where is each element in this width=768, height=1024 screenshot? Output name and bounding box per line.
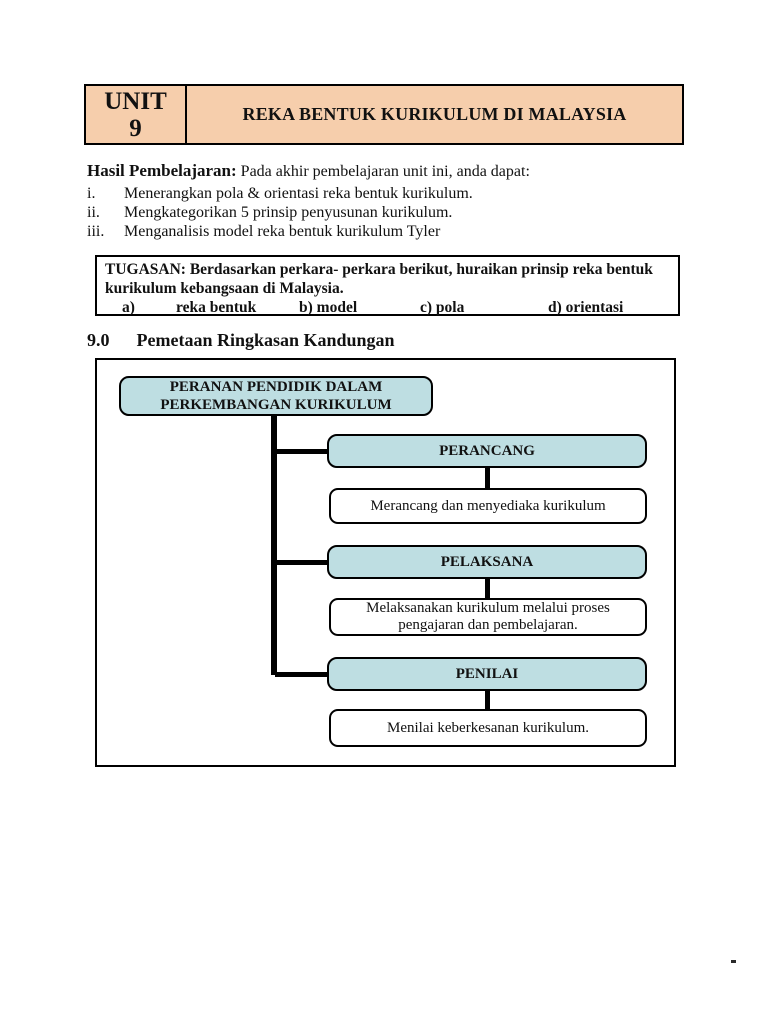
unit-label: UNIT [104,87,167,115]
learning-outcomes-intro: Pada akhir pembelajaran unit ini, anda d… [236,163,530,180]
diagram-branch-line [275,672,329,677]
list-item-numeral: iii. [87,223,105,240]
diagram-branch-line [275,449,329,454]
role-description-text: Merancang dan menyediaka kurikulum [370,497,606,514]
list-item: ii. Mengkategorikan 5 prinsip penyusunan… [87,203,687,222]
role-description-node: Menilai keberkesanan kurikulum. [329,709,647,747]
task-line-2: kurikulum kebangsaan di Malaysia. [105,280,344,297]
learning-outcomes-label: Hasil Pembelajaran: [87,161,237,180]
role-node-label: PELAKSANA [440,553,534,570]
task-line-1: TUGASAN: Berdasarkan perkara- perkara be… [105,261,653,278]
diagram-connector-line [485,691,490,709]
list-item-numeral: ii. [87,204,100,221]
role-description-text: Menilai keberkesanan kurikulum. [386,719,590,736]
list-item-text: Menganalisis model reka bentuk kurikulum… [124,223,441,240]
stray-mark [731,960,736,963]
root-node-line-2: PERKEMBANGAN KURIKULUM [160,397,392,413]
unit-number: 9 [129,114,142,142]
diagram-connector-line [485,579,490,598]
task-option-letter: a) [122,299,135,316]
learning-outcomes-heading-line: Hasil Pembelajaran: Pada akhir pembelaja… [87,161,687,181]
section-heading: 9.0 Pemetaan Ringkasan Kandungan [87,330,395,351]
role-description-text: Melaksanakan kurikulum melalui proses pe… [366,600,610,633]
diagram-connector-line [485,468,490,488]
role-node-penilai: PENILAI [327,657,647,691]
role-node-label: PENILAI [455,665,519,682]
task-options-row: a) reka bentuk b) model c) pola d) orien… [105,298,670,317]
list-item-text: Mengkategorikan 5 prinsip penyusunan kur… [124,204,453,221]
section-title: Pemetaan Ringkasan Kandungan [136,330,395,350]
role-description-node: Melaksanakan kurikulum melalui proses pe… [329,598,647,636]
task-option: b) model [299,299,358,316]
content-map-diagram: PERANAN PENDIDIK DALAM PERKEMBANGAN KURI… [95,358,676,767]
role-node-perancang: PERANCANG [327,434,647,468]
unit-number-cell: UNIT 9 [86,86,187,143]
task-box: TUGASAN: Berdasarkan perkara- perkara be… [95,255,680,316]
section-number: 9.0 [87,330,110,350]
task-option: d) orientasi [548,299,624,316]
diagram-branch-line [275,560,329,565]
role-node-label: PERANCANG [439,442,535,459]
role-description-node: Merancang dan menyediaka kurikulum [329,488,647,524]
diagram-trunk-line [271,414,277,675]
learning-outcomes-section: Hasil Pembelajaran: Pada akhir pembelaja… [87,161,687,241]
list-item-text: Menerangkan pola & orientasi reka bentuk… [124,185,473,202]
unit-title: REKA BENTUK KURIKULUM DI MALAYSIA [242,104,627,124]
role-node-pelaksana: PELAKSANA [327,545,647,579]
root-node-line-1: PERANAN PENDIDIK DALAM [169,379,383,395]
task-option: reka bentuk [176,299,257,316]
unit-header-table: UNIT 9 REKA BENTUK KURIKULUM DI MALAYSIA [84,84,684,145]
diagram-root-node: PERANAN PENDIDIK DALAM PERKEMBANGAN KURI… [119,376,433,416]
list-item-numeral: i. [87,185,96,202]
list-item: iii. Menganalisis model reka bentuk kuri… [87,222,687,241]
unit-title-cell: REKA BENTUK KURIKULUM DI MALAYSIA [187,86,682,143]
task-option: c) pola [420,299,465,316]
list-item: i. Menerangkan pola & orientasi reka ben… [87,184,687,203]
